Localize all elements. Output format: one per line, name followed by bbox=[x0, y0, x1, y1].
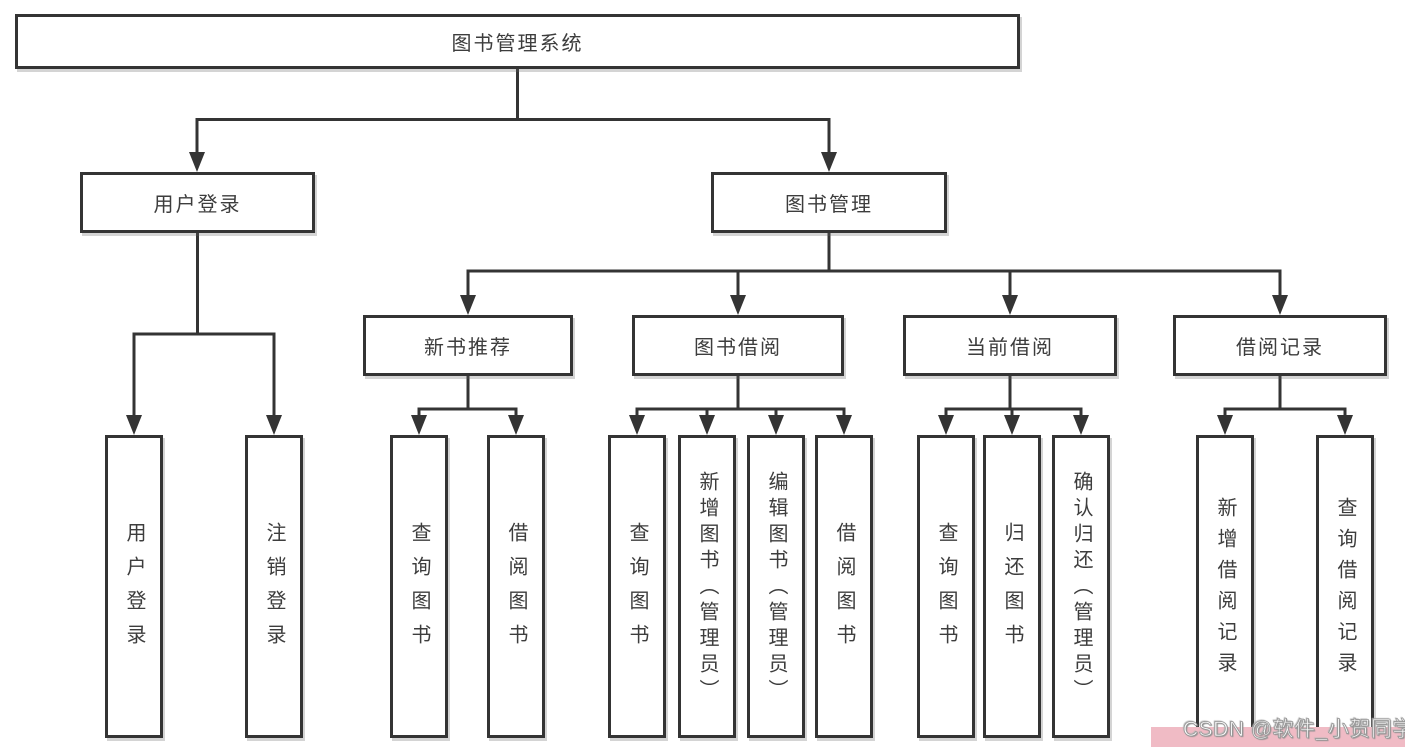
node-book-management: 图书管理 bbox=[711, 172, 947, 233]
leaf-query-book-1: 查询图书 bbox=[390, 435, 448, 738]
leaf-query-borrow-record: 查询借阅记录 bbox=[1316, 435, 1374, 738]
leaf-borrow-book-2: 借阅图书 bbox=[815, 435, 873, 738]
node-book-borrow: 图书借阅 bbox=[632, 315, 844, 376]
node-current-borrow: 当前借阅 bbox=[903, 315, 1117, 376]
node-new-book-recommend: 新书推荐 bbox=[363, 315, 573, 376]
leaf-borrow-book-1: 借阅图书 bbox=[487, 435, 545, 738]
leaf-add-book-admin: 新增图书（管理员） bbox=[678, 435, 736, 738]
leaf-query-book-2: 查询图书 bbox=[608, 435, 666, 738]
leaf-edit-book-admin: 编辑图书（管理员） bbox=[747, 435, 805, 738]
leaf-return-book: 归还图书 bbox=[983, 435, 1041, 738]
watermark-band bbox=[1151, 727, 1405, 747]
watermark-text: CSDN @软件_小贺同学 bbox=[1183, 718, 1405, 742]
leaf-add-borrow-record: 新增借阅记录 bbox=[1196, 435, 1254, 738]
node-borrow-records: 借阅记录 bbox=[1173, 315, 1387, 376]
arrowhead-down-icons bbox=[126, 152, 1353, 435]
leaf-confirm-return-admin: 确认归还（管理员） bbox=[1052, 435, 1110, 738]
node-user-login: 用户登录 bbox=[80, 172, 315, 233]
leaf-logout: 注销登录 bbox=[245, 435, 303, 738]
leaf-user-login: 用户登录 bbox=[105, 435, 163, 738]
leaf-query-book-3: 查询图书 bbox=[917, 435, 975, 738]
node-library-system: 图书管理系统 bbox=[15, 14, 1020, 69]
